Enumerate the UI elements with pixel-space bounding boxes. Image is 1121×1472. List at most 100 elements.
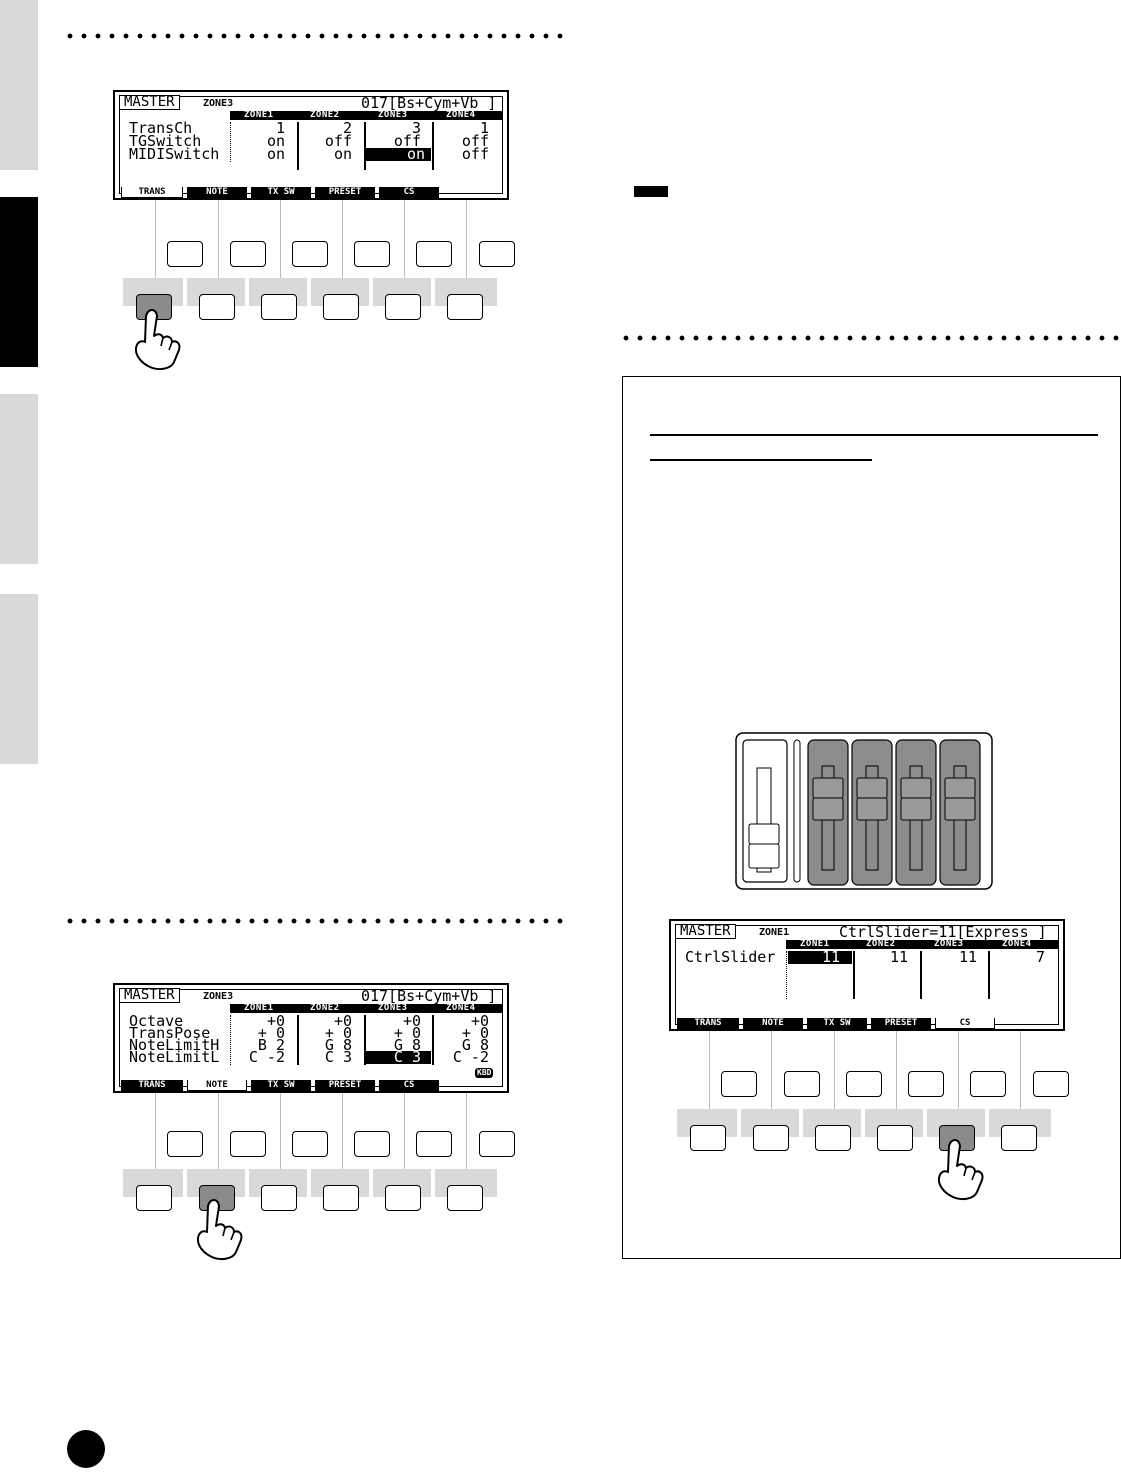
page-number-circle — [67, 1430, 105, 1468]
lcd-tab-trans[interactable]: TRANS — [121, 1080, 183, 1091]
zone-header-bar: ZONE1 ZONE2 ZONE3 ZONE4 — [230, 1003, 502, 1013]
lcd-tab-cs[interactable]: CS — [379, 187, 439, 198]
f4-button[interactable] — [908, 1071, 944, 1097]
lcd-tab-trans[interactable]: TRANS — [677, 1018, 739, 1029]
value-cell: on — [266, 132, 285, 150]
f5-button[interactable] — [970, 1071, 1006, 1097]
current-zone: ZONE3 — [203, 98, 234, 109]
value-cell: 11 — [889, 948, 908, 966]
zone-header-3: ZONE3 — [378, 1003, 408, 1013]
lcd-tab-cs[interactable]: CS — [935, 1018, 995, 1029]
f6-button[interactable] — [479, 241, 515, 267]
param-label: CtrlSlider — [685, 948, 776, 966]
sf1-button[interactable] — [690, 1125, 726, 1151]
sf4-button[interactable] — [877, 1125, 913, 1151]
lcd-tab-cs[interactable]: CS — [379, 1080, 439, 1091]
zone-header-1: ZONE1 — [244, 110, 274, 120]
f2-button[interactable] — [784, 1071, 820, 1097]
value-cell: 11 — [958, 948, 977, 966]
lcd-tab-bar: TRANS NOTE TX SW PRESET CS — [677, 1018, 1057, 1029]
zone-header-4: ZONE4 — [446, 1003, 476, 1013]
f3-button[interactable] — [292, 241, 328, 267]
current-zone: ZONE3 — [203, 991, 234, 1002]
zone-header-2: ZONE2 — [866, 939, 896, 949]
side-tab-4 — [0, 594, 38, 764]
section-divider-top-left — [63, 33, 563, 39]
section-divider-top-right — [619, 335, 1119, 341]
value-cell: off — [461, 145, 489, 163]
voice-name: 017[Bs+Cym+Vb ] — [361, 987, 497, 1005]
value-cell: on — [266, 145, 285, 163]
f3-button[interactable] — [846, 1071, 882, 1097]
value-cell: C 3 — [324, 1048, 352, 1066]
f1-button[interactable] — [167, 1131, 203, 1157]
f3-button[interactable] — [292, 1131, 328, 1157]
value-cell: G 8 — [461, 1036, 489, 1054]
heading-underline-1 — [650, 434, 1098, 436]
f1-button[interactable] — [721, 1071, 757, 1097]
lcd-tab-tx-sw[interactable]: TX SW — [251, 1080, 311, 1091]
f6-button[interactable] — [479, 1131, 515, 1157]
value-cell: +0 — [470, 1012, 489, 1030]
selected-value-cell: on — [365, 147, 431, 162]
value-cell: +0 — [333, 1012, 352, 1030]
zone-header-1: ZONE1 — [800, 939, 830, 949]
pointing-hand-icon — [937, 1139, 984, 1201]
param-label: NoteLimitH — [129, 1036, 220, 1054]
control-sliders-icon — [735, 732, 993, 890]
side-tab-2-active — [0, 197, 38, 367]
f5-button[interactable] — [416, 241, 452, 267]
lcd-tab-tx-sw[interactable]: TX SW — [251, 187, 311, 198]
side-tab-3 — [0, 394, 38, 564]
f1-button[interactable] — [167, 241, 203, 267]
sf5-button[interactable] — [385, 294, 421, 320]
sf3-button[interactable] — [815, 1125, 851, 1151]
selected-value-cell: 11 — [788, 950, 852, 965]
value-cell: + 0 — [461, 1024, 489, 1042]
sf2-button[interactable] — [753, 1125, 789, 1151]
sf5-button[interactable] — [385, 1185, 421, 1211]
value-cell: + 0 — [257, 1024, 285, 1042]
sf4-button[interactable] — [323, 1185, 359, 1211]
value-cell: on — [333, 145, 352, 163]
lcd-tab-preset[interactable]: PRESET — [871, 1018, 931, 1029]
value-cell: + 0 — [393, 1024, 421, 1042]
param-label: TGSwitch — [129, 132, 202, 150]
f5-button[interactable] — [416, 1131, 452, 1157]
param-label: NoteLimitL — [129, 1048, 220, 1066]
zone-header-4: ZONE4 — [446, 110, 476, 120]
param-label: TransPose — [129, 1024, 211, 1042]
sf6-button[interactable] — [447, 294, 483, 320]
sf1-button[interactable] — [136, 1185, 172, 1211]
sf3-button[interactable] — [261, 1185, 297, 1211]
sf6-button[interactable] — [1001, 1125, 1037, 1151]
f4-button[interactable] — [354, 241, 390, 267]
sf3-button[interactable] — [261, 294, 297, 320]
f4-button[interactable] — [354, 1131, 390, 1157]
value-cell: 1 — [275, 119, 285, 137]
lcd-tab-preset[interactable]: PRESET — [315, 1080, 375, 1091]
lcd-tab-note[interactable]: NOTE — [743, 1018, 803, 1029]
status-readout: CtrlSlider=11[Express ] — [839, 923, 1047, 941]
lcd-tab-trans[interactable]: TRANS — [121, 187, 183, 198]
f6-button[interactable] — [1033, 1071, 1069, 1097]
lcd-tab-tx-sw[interactable]: TX SW — [807, 1018, 867, 1029]
sf4-button[interactable] — [323, 294, 359, 320]
lcd-tab-preset[interactable]: PRESET — [315, 187, 375, 198]
f2-button[interactable] — [230, 241, 266, 267]
value-cell: 2 — [342, 119, 352, 137]
sf6-button[interactable] — [447, 1185, 483, 1211]
zone-header-bar: ZONE1 ZONE2 ZONE3 ZONE4 — [786, 939, 1058, 949]
value-cell: 7 — [1035, 948, 1045, 966]
lcd-tab-note[interactable]: NOTE — [187, 1080, 247, 1091]
value-cell: C -2 — [248, 1048, 285, 1066]
mode-label: MASTER — [675, 924, 736, 939]
sf2-button[interactable] — [199, 294, 235, 320]
value-cell: off — [324, 132, 352, 150]
lcd-tab-note[interactable]: NOTE — [187, 187, 247, 198]
value-cell: 3 — [411, 119, 421, 137]
f2-button[interactable] — [230, 1131, 266, 1157]
zone-header-3: ZONE3 — [934, 939, 964, 949]
value-cell: G 8 — [324, 1036, 352, 1054]
kbd-badge: KBD — [475, 1068, 494, 1078]
